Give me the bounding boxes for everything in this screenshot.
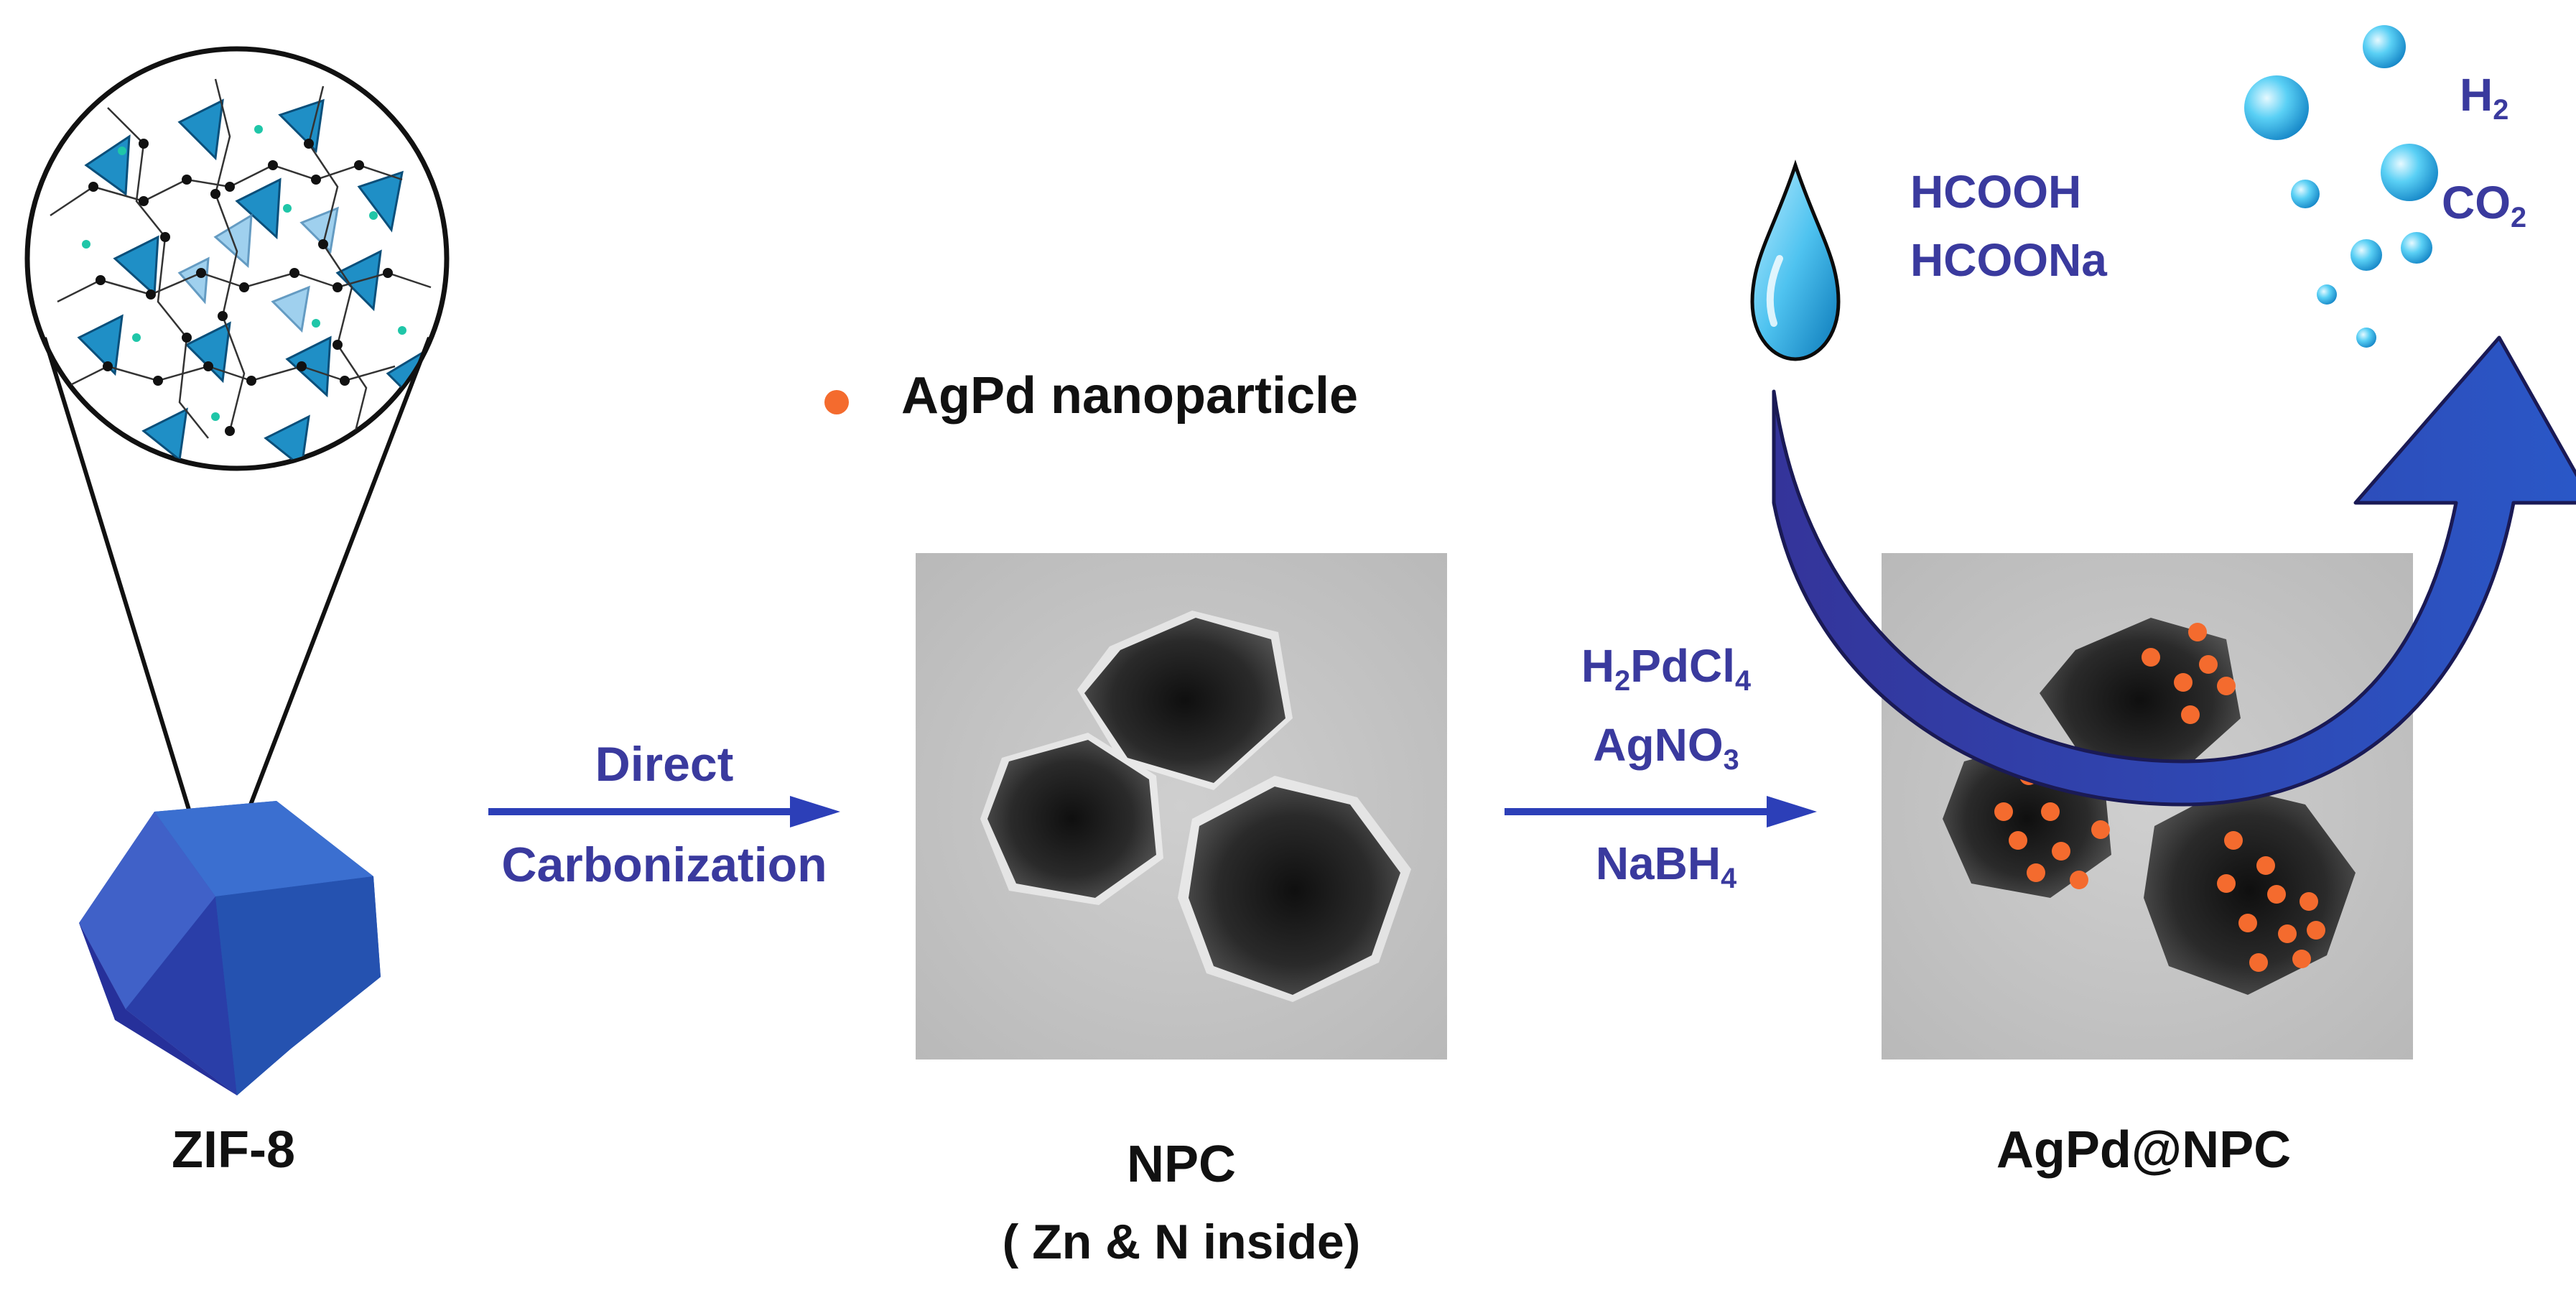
legend-label: AgPd nanoparticle xyxy=(901,367,1359,425)
zif8-crystal xyxy=(79,801,381,1095)
npc-hexagon-1 xyxy=(1084,618,1285,783)
npc-tem-image xyxy=(916,553,1447,1059)
catalysis-arrow xyxy=(1772,335,2576,807)
loading-arrow xyxy=(1505,796,1817,827)
carbonization-arrow xyxy=(488,796,840,827)
npc-hexagon-3 xyxy=(1189,787,1400,995)
legend-nanoparticle-marker xyxy=(824,390,849,414)
reactant-hcoona: HCOONa xyxy=(1910,234,2107,286)
npc-hexagon-2 xyxy=(987,740,1156,898)
carbonization-step-line1: Direct xyxy=(595,737,734,792)
gas-bubbles xyxy=(2244,25,2438,348)
product-h2: H2 xyxy=(2460,69,2509,126)
product-co2: CO2 xyxy=(2442,177,2527,233)
agpd-npc-tem-image xyxy=(1882,553,2413,1059)
reagent-h2pdcl4: H2PdCl4 xyxy=(1581,640,1752,697)
reagent-nabh4: NaBH4 xyxy=(1595,838,1737,894)
npc-sublabel: ( Zn & N inside) xyxy=(1002,1215,1361,1269)
carbonization-step-line2: Carbonization xyxy=(501,838,827,892)
npc-label: NPC xyxy=(1126,1136,1237,1193)
product-label: AgPd@NPC xyxy=(1996,1121,2292,1179)
agpd-nanoparticles xyxy=(1994,623,2325,972)
reagent-agno3: AgNO3 xyxy=(1593,719,1739,776)
zif8-framework-zoom xyxy=(24,46,450,471)
zif8-label: ZIF-8 xyxy=(172,1121,295,1179)
droplet-icon xyxy=(1750,159,1841,361)
reactant-hcooh: HCOOH xyxy=(1910,166,2082,218)
